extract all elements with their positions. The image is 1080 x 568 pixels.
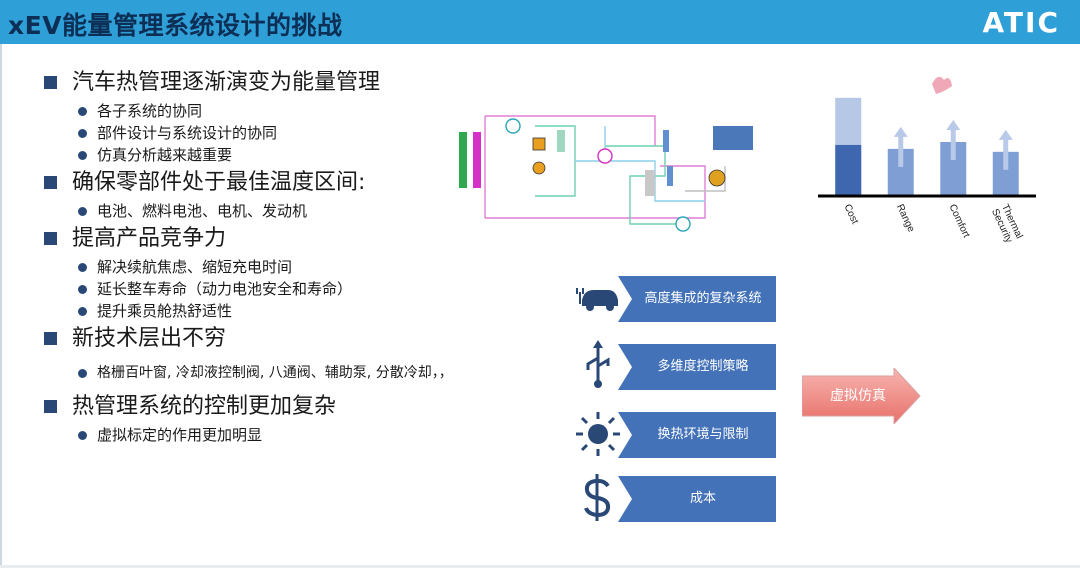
challenge-label: 高度集成的复杂系统 <box>644 291 762 306</box>
atic-logo: ATIC <box>982 6 1060 39</box>
tick-label: ThermalSecurity <box>989 203 1024 246</box>
list-item: 仿真分析越来越重要 <box>44 144 564 166</box>
list-item: 解决续航焦虑、缩短充电时间 <box>44 256 564 278</box>
list-item: 延长整车寿命（动力电池安全和寿命） <box>44 278 564 300</box>
section-heading: 热管理系统的控制更加复杂 <box>44 390 564 424</box>
dot-bullet-icon <box>78 207 87 216</box>
arrow-head-icon <box>946 120 961 130</box>
square-bullet-icon <box>44 232 57 245</box>
challenge-row: 高度集成的复杂系统 <box>570 272 790 322</box>
usb-icon <box>586 340 610 388</box>
tick-label: Range <box>894 203 917 235</box>
dot-bullet-icon <box>78 285 87 294</box>
radiator-icon <box>459 132 467 188</box>
dot-bullet-icon <box>78 369 87 378</box>
header-bar: xEV能量管理系统设计的挑战 ATIC <box>0 0 1080 44</box>
left-divider <box>0 44 2 568</box>
challenge-label: 成本 <box>689 491 716 506</box>
challenge-box <box>618 276 776 322</box>
challenge-box <box>618 476 776 522</box>
pump-icon <box>505 118 521 134</box>
heat-exchanger-icon <box>667 166 673 186</box>
list-item: 提升乘员舱热舒适性 <box>44 300 564 322</box>
thermal-circuit-diagram <box>459 115 753 232</box>
list-item: 部件设计与系统设计的协同 <box>44 122 564 144</box>
square-bullet-icon <box>44 332 57 345</box>
list-item: 各子系统的协同 <box>44 100 564 122</box>
list-item: 虚拟标定的作用更加明显 <box>44 424 564 446</box>
section-heading: 新技术层出不穷 <box>44 322 564 356</box>
bottom-divider <box>0 565 1080 568</box>
dot-bullet-icon <box>78 129 87 138</box>
dollar-icon <box>584 474 611 521</box>
slide-title: xEV能量管理系统设计的挑战 <box>8 11 343 40</box>
square-bullet-icon <box>44 400 57 413</box>
attribute-bar-chart: Cost Range Comfort ThermalSecurity <box>818 76 1036 246</box>
accumulator-icon <box>645 170 655 196</box>
comfort-figure-icon <box>932 76 952 94</box>
section-heading: 汽车热管理逐渐演变为能量管理 <box>44 66 564 100</box>
valve-icon <box>532 137 546 151</box>
compressor-icon <box>597 148 613 164</box>
tick-label: Cost <box>842 203 861 226</box>
bar-cost <box>835 144 862 196</box>
motor-icon <box>532 161 546 175</box>
electric-car-icon <box>576 288 618 311</box>
arrow-head-icon <box>998 129 1013 140</box>
challenge-row: 多维度控制策略 <box>570 340 790 390</box>
dot-bullet-icon <box>78 263 87 272</box>
pump-icon <box>675 216 691 232</box>
challenge-box <box>618 412 776 458</box>
challenge-row: 换热环境与限制 <box>570 408 790 458</box>
list-item: 电池、燃料电池、电机、发动机 <box>44 200 564 222</box>
dot-bullet-icon <box>78 431 87 440</box>
arrow-head-icon <box>893 126 908 137</box>
challenge-box <box>618 344 776 390</box>
dot-bullet-icon <box>78 151 87 160</box>
dot-bullet-icon <box>78 307 87 316</box>
challenge-row: 成本 <box>570 472 790 522</box>
virtual-simulation-arrow: 虚拟仿真 <box>802 368 922 424</box>
battery-icon <box>708 169 726 187</box>
condenser-icon <box>473 132 481 188</box>
square-bullet-icon <box>44 176 57 189</box>
section-heading: 确保零部件处于最佳温度区间: <box>44 166 564 200</box>
heat-exchanger-icon <box>557 130 565 152</box>
sun-icon <box>576 412 620 456</box>
challenge-list: 高度集成的复杂系统 多维度控制策略 换热环境与限制 成本 <box>570 272 930 532</box>
heat-exchanger-icon <box>663 130 669 152</box>
bullet-list: 汽车热管理逐渐演变为能量管理 各子系统的协同 部件设计与系统设计的协同 仿真分析… <box>44 66 564 446</box>
arrow-right-icon <box>802 368 921 424</box>
list-item: 格栅百叶窗, 冷却液控制阀, 八通阀、辅助泵, 分散冷却，， <box>44 362 564 384</box>
cabin-icon <box>713 126 753 150</box>
virtual-simulation-label: 虚拟仿真 <box>830 388 886 404</box>
tick-label: Comfort <box>947 203 972 240</box>
challenge-label: 多维度控制策略 <box>657 359 749 374</box>
challenge-label: 换热环境与限制 <box>657 427 749 442</box>
square-bullet-icon <box>44 76 57 89</box>
dot-bullet-icon <box>78 107 87 116</box>
section-heading: 提高产品竞争力 <box>44 222 564 256</box>
